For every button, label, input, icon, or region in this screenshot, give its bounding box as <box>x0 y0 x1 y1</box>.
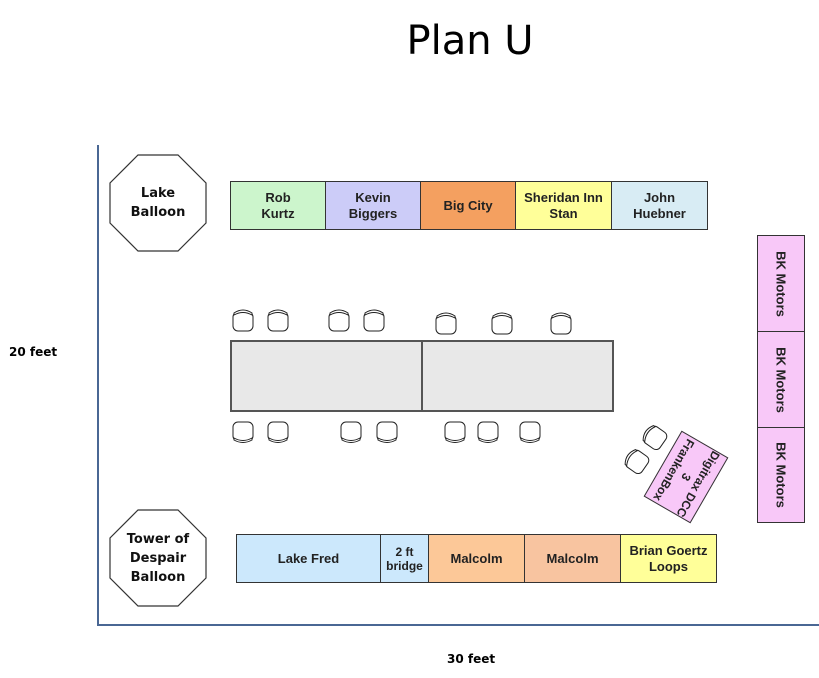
chair-icon <box>642 425 668 451</box>
chair-icon <box>624 449 650 475</box>
chair-icon <box>519 421 541 443</box>
chair-icon <box>232 421 254 443</box>
vertical-axis-line <box>97 145 99 626</box>
module-malcolm-2[interactable]: Malcolm <box>524 534 621 583</box>
module-bk-motors-3[interactable]: BK Motors <box>757 427 805 523</box>
chair-icon <box>550 312 572 335</box>
balloon-lake[interactable]: Lake Balloon <box>109 154 207 252</box>
module-brian-goertz-loops[interactable]: Brian Goertz Loops <box>620 534 717 583</box>
chair-icon <box>435 312 457 335</box>
balloon-label: Lake Balloon <box>130 186 186 220</box>
chair-icon <box>444 421 466 443</box>
module-john-huebner[interactable]: John Huebner <box>611 181 708 230</box>
module-kevin-biggers[interactable]: Kevin Biggers <box>325 181 421 230</box>
bottom-module-row: Lake Fred 2 ft bridge Malcolm Malcolm Br… <box>236 534 717 583</box>
chair-icon <box>267 421 289 443</box>
module-bk-motors-2[interactable]: BK Motors <box>757 331 805 428</box>
balloon-label: Tower of Despair Balloon <box>126 531 190 585</box>
chair-icon <box>477 421 499 443</box>
horizontal-axis-line <box>97 624 819 626</box>
module-bk-motors-1[interactable]: BK Motors <box>757 235 805 332</box>
module-malcolm-1[interactable]: Malcolm <box>428 534 525 583</box>
chair-icon <box>328 309 350 332</box>
width-dimension-label: 30 feet <box>447 652 496 666</box>
chair-icon <box>376 421 398 443</box>
table-right <box>421 340 614 412</box>
top-module-row: Rob Kurtz Kevin Biggers Big City Sherida… <box>230 181 708 230</box>
balloon-tower-of-despair[interactable]: Tower of Despair Balloon <box>109 509 207 607</box>
table-left <box>230 340 423 412</box>
octagon-shape-icon <box>109 509 207 607</box>
page-title: Plan U <box>406 18 534 64</box>
module-label: BK Motors <box>773 442 789 508</box>
chair-icon <box>363 309 385 332</box>
module-lake-fred[interactable]: Lake Fred <box>236 534 381 583</box>
octagon-shape-icon <box>109 154 207 252</box>
chair-icon <box>491 312 513 335</box>
height-dimension-label: 20 feet <box>9 345 58 359</box>
module-sheridan-inn-stan[interactable]: Sheridan Inn Stan <box>515 181 612 230</box>
chair-icon <box>340 421 362 443</box>
module-rob-kurtz[interactable]: Rob Kurtz <box>230 181 326 230</box>
module-2ft-bridge[interactable]: 2 ft bridge <box>380 534 429 583</box>
module-label: BK Motors <box>773 346 789 413</box>
module-label: BK Motors <box>773 250 789 317</box>
chair-icon <box>232 309 254 332</box>
module-big-city[interactable]: Big City <box>420 181 516 230</box>
chair-icon <box>267 309 289 332</box>
